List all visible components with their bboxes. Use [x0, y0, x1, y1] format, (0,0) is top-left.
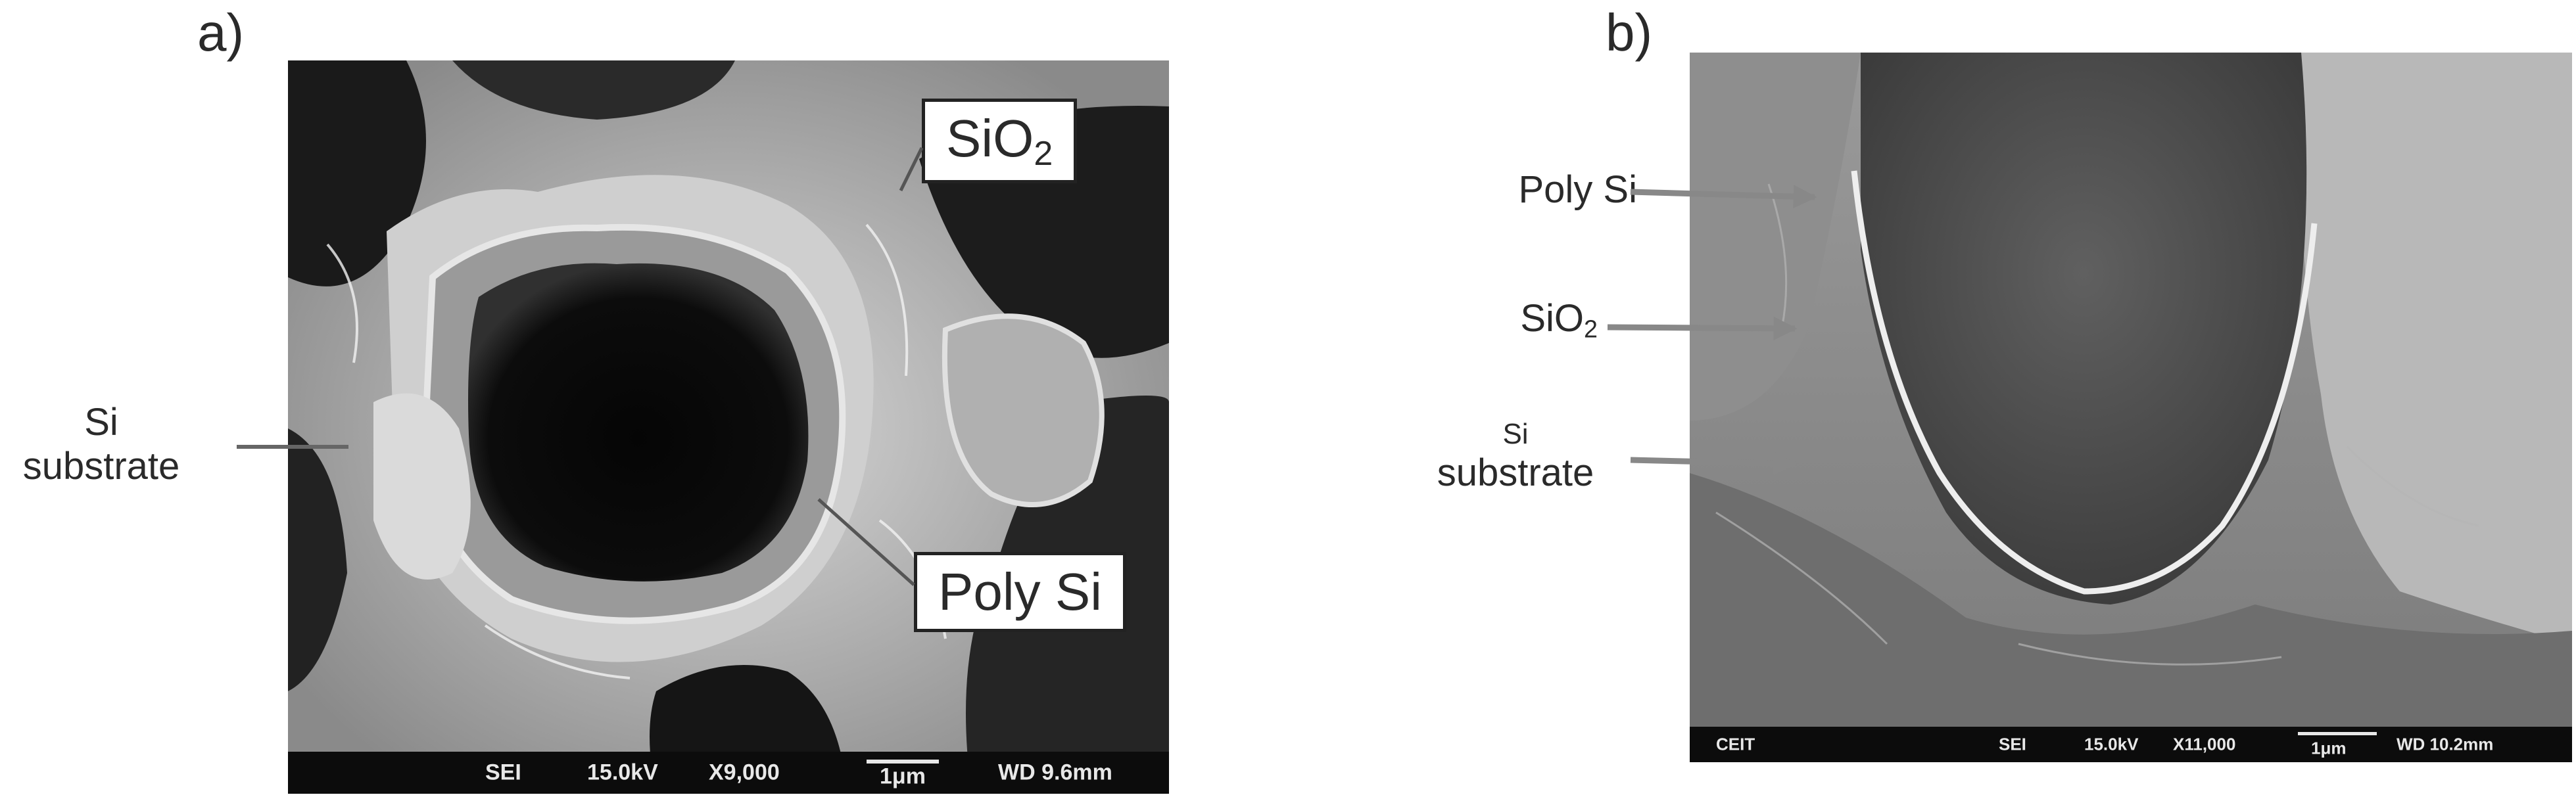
panel-b-sio2-label: SiO2	[1520, 297, 1598, 343]
working-distance-label: WD 9.6mm	[998, 760, 1112, 785]
panel-b-sem-image: CEIT SEI 15.0kV X11,000 1μm WD 10.2mm	[1690, 53, 2572, 762]
detector-label: SEI	[1999, 734, 2026, 754]
panel-b-si-substrate-label: Si substrate	[1437, 418, 1594, 494]
institution-label: CEIT	[1716, 734, 1755, 754]
working-distance-label: WD 10.2mm	[2397, 734, 2494, 754]
panel-a-sio2-label: SiO2	[922, 99, 1078, 183]
detector-label: SEI	[485, 760, 521, 785]
magnification-label: X11,000	[2173, 734, 2236, 754]
voltage-label: 15.0kV	[2084, 734, 2139, 754]
panel-b-polysi-label: Poly Si	[1518, 168, 1637, 211]
panel-a-si-substrate-label: Si substrate	[22, 401, 180, 488]
voltage-label: 15.0kV	[587, 760, 658, 785]
panel-b-letter: b)	[1606, 3, 1653, 62]
scale-bar	[867, 760, 939, 764]
scale-label: 1μm	[2311, 738, 2347, 758]
panel-b-databar: CEIT SEI 15.0kV X11,000 1μm WD 10.2mm	[1690, 727, 2572, 762]
scale-bar	[2298, 732, 2377, 735]
panel-a-polysi-label: Poly Si	[914, 552, 1126, 632]
panel-a-letter: a)	[197, 3, 245, 62]
sem-micrograph-b	[1690, 53, 2572, 762]
panel-a-databar: SEI 15.0kV X9,000 1μm WD 9.6mm	[288, 752, 1169, 794]
scale-label: 1μm	[880, 764, 926, 789]
magnification-label: X9,000	[709, 760, 780, 785]
